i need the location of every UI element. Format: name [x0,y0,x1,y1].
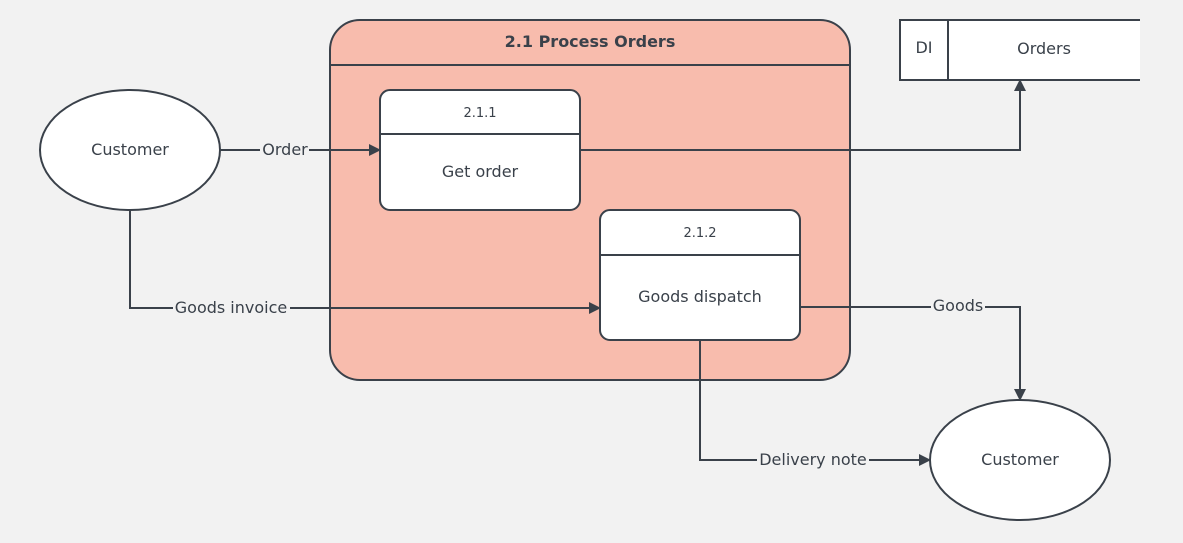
flow-label: Delivery note [759,450,867,469]
flow-to-data-store[interactable] [580,79,1026,151]
process-group-title: 2.1 Process Orders [505,32,676,51]
process-id: 2.1.2 [683,226,716,241]
entity-customer-source[interactable]: Customer [39,89,221,211]
data-store-orders[interactable]: DI Orders [899,19,1140,81]
data-store-label: Orders [1017,39,1071,58]
entity-customer-destination[interactable]: Customer [929,399,1111,521]
process-label: Get order [442,162,519,181]
flow-delivery-note[interactable]: Delivery note [699,340,931,469]
process-box-goods-dispatch[interactable]: 2.1.2 Goods dispatch [599,209,801,341]
flow-order[interactable]: Order [220,140,381,159]
process-box-get-order[interactable]: 2.1.1 Get order [379,89,581,211]
flow-label: Order [262,140,308,159]
process-label: Goods dispatch [638,287,762,306]
flow-goods-invoice[interactable]: Goods invoice [129,210,601,317]
flow-goods[interactable]: Goods [800,296,1026,401]
process-id: 2.1.1 [463,106,496,121]
data-store-id: DI [915,38,932,57]
flow-label: Goods [933,296,983,315]
flow-label: Goods invoice [175,298,287,317]
entity-label: Customer [981,450,1059,469]
entity-label: Customer [91,140,169,159]
